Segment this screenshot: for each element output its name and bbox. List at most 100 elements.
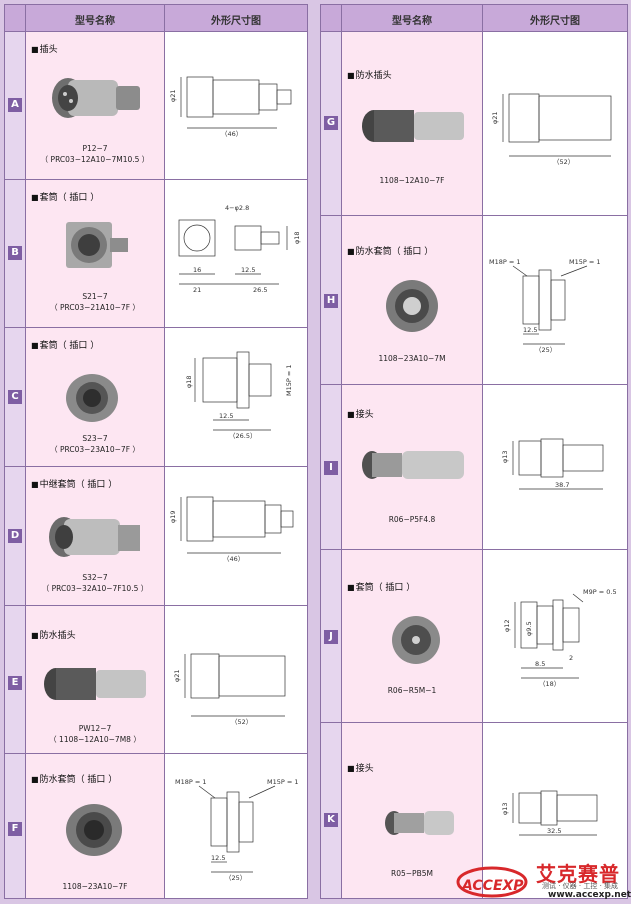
header-dimension-drawing: 外形尺寸图 xyxy=(211,16,261,27)
dimension-drawing: φ21 （52） xyxy=(165,606,307,753)
product-row-e: E 防水插头 PW12−7 （ 1108−12A10−7M8 ） φ21 （52… xyxy=(5,606,307,754)
product-row-a: A 插头 P12−7 （ PRC03−12A10−7M10.5 ） xyxy=(5,32,307,180)
dimension-drawing: φ21 （46） xyxy=(165,32,307,179)
dimension-drawing: φ13 32.5 xyxy=(483,723,627,898)
dimension-drawing: φ21 （52） xyxy=(483,32,627,215)
dim-length: （25） xyxy=(535,346,556,354)
dimension-drawing: M9P = 0.5 φ12 φ9.5 2 8.5 （18） xyxy=(483,550,627,722)
dim-thread-inner: M15P = 1 xyxy=(569,258,601,266)
dim-diameter: φ13 xyxy=(501,450,509,463)
product-type: 中继套筒（ 插口 ） xyxy=(31,477,118,490)
dim-depth: 12.5 xyxy=(523,326,537,334)
row-letter-badge: I xyxy=(324,461,338,475)
product-type: 套筒（ 插口 ） xyxy=(31,190,100,203)
row-letter-badge: B xyxy=(8,246,22,260)
product-row-b: B 套筒（ 插口 ） S21−7 （ PRC03−21A10−7F ） xyxy=(5,180,307,328)
model-number: PW12−7 xyxy=(78,724,112,733)
model-code: （ PRC03−32A10−7F10.5 ） xyxy=(41,584,149,593)
dim-hole: 4−φ2.8 xyxy=(225,204,249,212)
dim-diameter: φ21 xyxy=(491,111,499,124)
model-code: R05−PB5M xyxy=(391,869,433,878)
connector-plug-photo xyxy=(52,78,140,118)
product-type: 防水插头 xyxy=(347,68,392,81)
waterproof-receptacle-photo xyxy=(386,280,438,332)
table-header: 型号名称 外形尺寸图 xyxy=(321,5,627,32)
dimension-drawing: M18P = 1 M15P = 1 12.5 （25） xyxy=(165,754,307,898)
header-dimension-drawing: 外形尺寸图 xyxy=(530,16,580,27)
dim-depth: 12.5 xyxy=(219,412,233,420)
model-code: R06−P5F4.8 xyxy=(388,515,436,524)
dim-diameter: φ21 xyxy=(169,89,177,102)
dim-flange: 16 xyxy=(193,266,201,274)
model-number: S32−7 xyxy=(82,573,108,582)
dim-diameter: φ18 xyxy=(293,231,301,244)
dim-length: （52） xyxy=(553,158,574,166)
brand-url: www.accexp.net xyxy=(548,890,631,900)
connector-receptacle-photo xyxy=(392,616,440,664)
product-row-h: H 防水套筒（ 插口 ） 1108−23A10−7M xyxy=(321,216,627,385)
connector-receptacle-photo xyxy=(66,374,118,422)
product-type: 接头 xyxy=(347,407,374,420)
waterproof-receptacle-photo xyxy=(66,804,122,856)
product-type: 接头 xyxy=(347,761,374,774)
dim-diameter: φ21 xyxy=(173,669,181,682)
dim-length: （52） xyxy=(231,718,252,726)
dim-diameter-inner: φ9.5 xyxy=(525,621,533,636)
product-row-j: J 套筒（ 插口 ） R06−R5M−1 xyxy=(321,550,627,723)
dim-width: 21 xyxy=(193,286,201,294)
model-number: S21−7 xyxy=(82,292,108,301)
accexp-logo-mark: ACCEXP xyxy=(456,866,528,898)
brand-tagline: 测试 · 仪器 · 工控 · 集成 xyxy=(542,882,619,890)
dim-length: 32.5 xyxy=(547,827,561,835)
dimension-drawing: φ13 38.7 xyxy=(483,385,627,549)
waterproof-plug-photo xyxy=(44,668,146,700)
model-code: （ PRC03−12A10−7M10.5 ） xyxy=(40,155,150,164)
model-code: （ PRC03−21A10−7F ） xyxy=(50,303,140,312)
model-code: 1108−23A10−7F xyxy=(62,882,128,891)
dimension-drawing: 4−φ2.8 16 21 12.5 26.5 φ18 xyxy=(165,180,307,327)
product-row-c: C 套筒（ 插口 ） S23−7 （ PRC03−23A10−7F ） xyxy=(5,328,307,467)
connector-receptacle-photo xyxy=(66,222,128,268)
row-letter-badge: E xyxy=(8,676,22,690)
dim-length: 38.7 xyxy=(555,481,569,489)
product-type: 套筒（ 插口 ） xyxy=(347,580,416,593)
left-table: 型号名称 外形尺寸图 A 插头 P12−7 （ PRC03−12A10−7M10… xyxy=(4,4,308,899)
product-row-d: D 中继套筒（ 插口 ） S32−7 （ PRC03−32A10−7F10.5 … xyxy=(5,467,307,606)
dim-depth: 8.5 xyxy=(535,660,545,668)
brand-logo: ACCEXP 艾克赛普 测试 · 仪器 · 工控 · 集成 www.accexp… xyxy=(452,856,631,900)
brand-name: 艾克赛普 xyxy=(536,862,620,886)
header-model-name: 型号名称 xyxy=(75,16,115,27)
dim-length: （26.5） xyxy=(229,432,256,440)
model-code: R06−R5M−1 xyxy=(387,686,437,695)
row-letter-badge: F xyxy=(8,822,22,836)
product-type: 插头 xyxy=(31,42,58,55)
dim-thread-outer: M18P = 1 xyxy=(175,778,207,786)
dim-depth: 12.5 xyxy=(241,266,255,274)
row-letter-badge: H xyxy=(324,294,338,308)
row-letter-badge: K xyxy=(324,813,338,827)
product-type: 防水套筒（ 插口 ） xyxy=(31,772,118,785)
model-code: （ 1108−12A10−7M8 ） xyxy=(49,735,141,744)
dim-thread: M15P = 1 xyxy=(285,364,293,396)
dim-diameter: φ19 xyxy=(169,510,177,523)
product-row-g: G 防水插头 1108−12A10−7F φ21 （52） xyxy=(321,32,627,216)
dim-depth: 12.5 xyxy=(211,854,225,862)
product-row-k: K 接头 R05−PB5M φ13 32.5 xyxy=(321,723,627,898)
model-code: 1108−12A10−7F xyxy=(379,176,445,185)
connector-plug-photo xyxy=(362,451,464,479)
table-header: 型号名称 外形尺寸图 xyxy=(5,5,307,32)
waterproof-plug-photo xyxy=(362,110,464,142)
dim-diameter: φ13 xyxy=(501,802,509,815)
right-table: 型号名称 外形尺寸图 G 防水插头 1108−12A10−7F xyxy=(320,4,628,899)
product-type: 防水插头 xyxy=(31,628,76,641)
dim-length: （18） xyxy=(539,680,560,688)
dimension-drawing: φ19 （46） xyxy=(165,467,307,605)
dim-length: 26.5 xyxy=(253,286,267,294)
product-type: 套筒（ 插口 ） xyxy=(31,338,100,351)
dim-thread: M9P = 0.5 xyxy=(583,588,617,596)
connector-plug-photo xyxy=(385,811,454,835)
dim-diameter-outer: φ12 xyxy=(503,619,511,632)
row-letter-badge: D xyxy=(8,529,22,543)
product-type: 防水套筒（ 插口 ） xyxy=(347,244,434,257)
dim-length: （46） xyxy=(221,130,242,138)
